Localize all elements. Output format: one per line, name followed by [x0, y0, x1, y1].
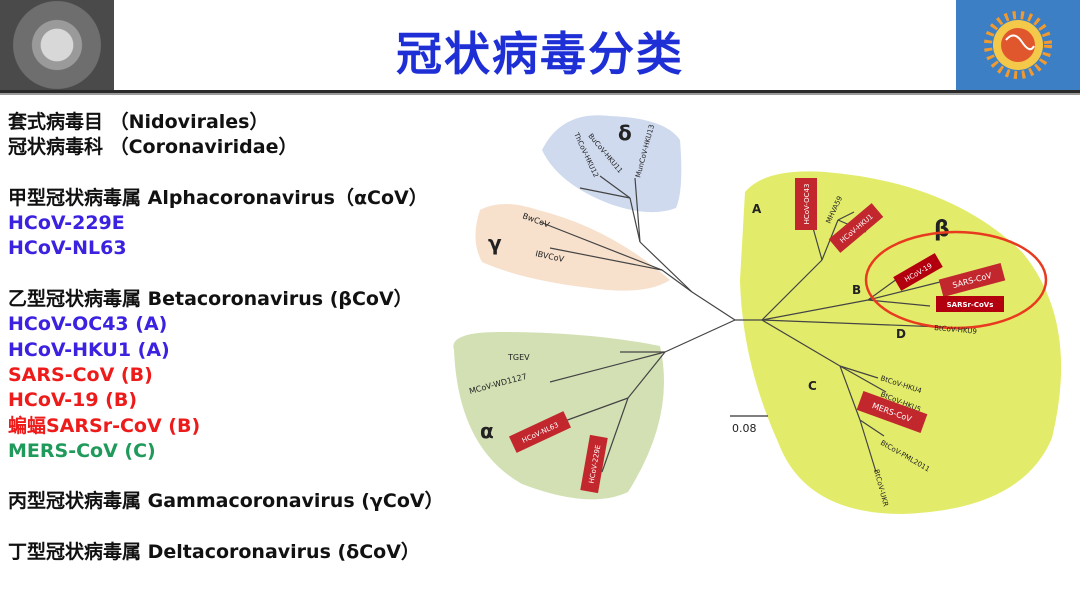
gamma-symbol: γ: [488, 231, 502, 255]
clade-c-label: C: [808, 379, 817, 393]
rna-strand: [1005, 34, 1035, 51]
virus-core: [1001, 28, 1035, 62]
virus-structure-illustration: [956, 0, 1080, 90]
classification-line: 冠状病毒科 （Coronaviridae）: [8, 136, 298, 159]
slide-title: 冠状病毒分类: [396, 27, 684, 81]
blank-line: [8, 464, 478, 489]
classification-line: MERS-CoV (C): [8, 439, 156, 462]
leaf-box-mers-cov: MERS-CoV: [856, 390, 928, 434]
beta-symbol: β: [934, 217, 950, 242]
leaf-box-hcov-oc43: HCoV-OC43: [795, 178, 817, 230]
spike-protein-ring: [984, 11, 1052, 79]
classification-line: HCoV-229E: [8, 212, 125, 235]
classification-line: HCoV-19 (B): [8, 389, 138, 412]
header-divider: [0, 90, 1080, 93]
delta-symbol: δ: [618, 121, 632, 145]
header-divider-shadow: [0, 93, 1080, 95]
phylogenetic-tree: δ γ α β A B C D BwCoV IBVCoV ThCoV-HKU12…: [440, 100, 1080, 560]
classification-line: HCoV-HKU1 (A): [8, 338, 170, 361]
classification-line: 丁型冠状病毒属 Deltacoronavirus (δCoV）: [8, 541, 420, 564]
classification-line: 甲型冠状病毒属 Alphacoronavirus（αCoV）: [8, 186, 428, 209]
tree-branches: [539, 175, 943, 473]
scale-bar-label: 0.08: [732, 422, 757, 435]
gamma-genus-region: [475, 204, 670, 291]
delta-genus-region: [542, 115, 682, 213]
leaf-box-hcov-229e: HCoV-229E: [580, 434, 608, 494]
slide-header: 冠状病毒分类: [0, 0, 1080, 95]
beta-genus-region: [740, 171, 1062, 514]
blank-line: [8, 262, 478, 287]
classification-line: 丙型冠状病毒属 Gammacoronavirus (γCoV）: [8, 490, 444, 513]
clade-a-label: A: [752, 202, 762, 216]
classification-line: HCoV-NL63: [8, 237, 127, 260]
classification-line: HCoV-OC43 (A): [8, 313, 168, 336]
sarbecovirus-highlight-circle: [864, 230, 1048, 330]
leaf-btcov-hku9: BtCoV-HKU9: [934, 324, 977, 336]
leaf-tgev: TGEV: [507, 353, 530, 362]
classification-list: 套式病毒目 （Nidovirales） 冠状病毒科 （Coronaviridae）…: [8, 110, 478, 565]
blank-line: [8, 515, 478, 540]
clade-d-label: D: [896, 327, 906, 341]
leaf-box-sarsr-covs: SARSr-CoVs: [936, 296, 1004, 312]
leaf-sarsr-covs: SARSr-CoVs: [947, 301, 994, 309]
classification-line: 乙型冠状病毒属 Betacoronavirus (βCoV）: [8, 288, 413, 311]
leaf-box-sars-cov: SARS-CoV: [938, 263, 1006, 297]
classification-line: 套式病毒目 （Nidovirales）: [8, 111, 269, 133]
clade-b-label: B: [852, 283, 861, 297]
blank-line: [8, 161, 478, 186]
alpha-symbol: α: [480, 419, 494, 443]
leaf-hcov-oc43: HCoV-OC43: [803, 184, 811, 225]
virus-micrograph-image: [0, 0, 114, 90]
classification-line: SARS-CoV (B): [8, 363, 153, 386]
classification-line: 蝙蝠SARSr-CoV (B): [8, 414, 201, 437]
